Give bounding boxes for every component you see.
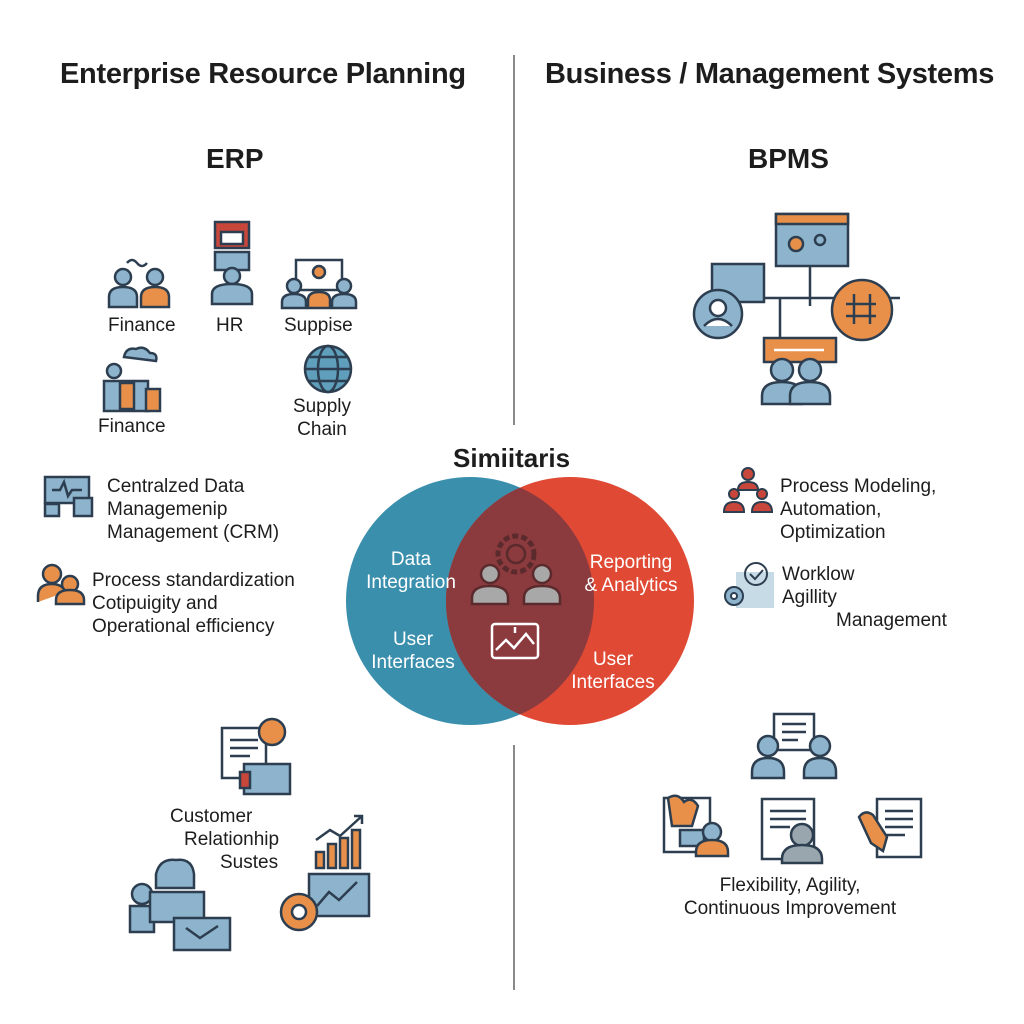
- erp-subtitle: ERP: [206, 143, 264, 174]
- venn-left-bottom-line-2: Interfaces: [371, 652, 455, 673]
- crm-line-2: Relationhip: [184, 829, 280, 850]
- finance-people-icon: [107, 258, 171, 309]
- feature-workflow: Worklοw Agillity Management: [782, 563, 947, 632]
- suppise-team-icon: [280, 258, 358, 310]
- feature-2-line-3: Operational efficiency: [92, 616, 275, 637]
- bpms-process-diagram-icon: [692, 212, 900, 406]
- venn-right-top-line-1: Reporting: [589, 552, 673, 573]
- bpms-subtitle: BPMS: [748, 143, 829, 174]
- process-people-icon: [36, 563, 86, 606]
- feature-2-line-2: Cotipuigity and: [92, 593, 218, 614]
- data-management-icon: [43, 475, 94, 518]
- supply-chain-label: Supply Chain: [283, 395, 361, 441]
- crm-line-1: Customer: [170, 806, 253, 827]
- bpms-feature-1-line-3: Optimization: [780, 522, 886, 543]
- team-document-icon: [750, 712, 838, 780]
- supply-chain-line-2: Chain: [297, 419, 347, 440]
- venn-right-bottom: User Interfaces: [558, 648, 668, 694]
- person-document-icon: [760, 797, 824, 865]
- bar-chart-icon: [314, 814, 364, 870]
- venn-left-top: Data Integration: [356, 548, 466, 594]
- process-modeling-icon: [722, 467, 774, 513]
- bpms-feature-1-line-2: Automation,: [780, 499, 882, 520]
- venn-right-bottom-line-1: User: [592, 649, 634, 670]
- overlap-chart-icon: [490, 622, 540, 660]
- bpms-bottom-line-2: Continuous Improvement: [683, 898, 897, 919]
- crm-line-3: Sustes: [220, 852, 279, 873]
- crm-document-icon: [220, 717, 292, 796]
- venn-right-top-line-2: & Analytics: [584, 575, 678, 596]
- puzzle-document-icon: [662, 794, 730, 858]
- bpms-feature-2-line-3: Management: [836, 610, 947, 631]
- feature-2-line-1: Process standardization: [92, 570, 295, 591]
- bpms-bottom-label: Flexibility, Agility, Continuous Improve…: [650, 874, 930, 920]
- desk-worker-icon: [128, 858, 232, 952]
- feature-1-line-3: Management (CRM): [107, 522, 280, 543]
- hr-people-icon: [210, 220, 254, 306]
- module-label-suppise: Suppise: [284, 315, 353, 336]
- venn-title: Simiitaris: [453, 443, 571, 473]
- divider-top: [513, 55, 515, 425]
- feature-process-modeling: Process Modeling, Automation, Optimizati…: [780, 475, 936, 544]
- venn-left-top-line-1: Data: [390, 549, 432, 570]
- divider-bottom: [513, 745, 515, 990]
- feature-1-line-1: Centralzed Data: [107, 476, 245, 497]
- feature-data-management: Centralzed Data Managemenip Management (…: [107, 475, 279, 544]
- workflow-icon: [724, 562, 774, 608]
- globe-icon: [303, 344, 353, 394]
- module-label-hr: HR: [216, 315, 244, 336]
- bpms-title: Business / Management Systems: [545, 58, 995, 90]
- venn-right-bottom-line-2: Interfaces: [571, 672, 655, 693]
- venn-right-top: Reporting & Analytics: [576, 551, 686, 597]
- module-label-finance: Finance: [108, 315, 176, 336]
- supply-chain-line-1: Supply: [292, 396, 352, 417]
- crm-label: Customer Relationhip Sustes: [160, 805, 290, 874]
- feature-1-line-2: Managemenip: [107, 499, 228, 520]
- module-label-finance-2: Finance: [98, 416, 166, 437]
- venn-left-top-line-2: Integration: [366, 572, 456, 593]
- gear-chart-icon: [279, 872, 371, 932]
- bpms-bottom-line-1: Flexibility, Agility,: [719, 875, 861, 896]
- finance-worker-icon: [102, 346, 162, 413]
- pencil-document-icon: [857, 797, 923, 859]
- overlap-gear-people-icon: [470, 533, 562, 606]
- feature-process-standardization: Process standardization Cotipuigity and …: [92, 569, 295, 638]
- bpms-feature-2-line-1: Worklοw: [782, 564, 855, 585]
- venn-left-bottom: User Interfaces: [358, 628, 468, 674]
- bpms-feature-2-line-2: Agillity: [782, 587, 837, 608]
- venn-left-bottom-line-1: User: [392, 629, 434, 650]
- erp-title: Enterprise Resource Planning: [60, 58, 466, 90]
- venn-diagram: [346, 477, 694, 725]
- bpms-feature-1-line-1: Process Modeling,: [780, 476, 937, 497]
